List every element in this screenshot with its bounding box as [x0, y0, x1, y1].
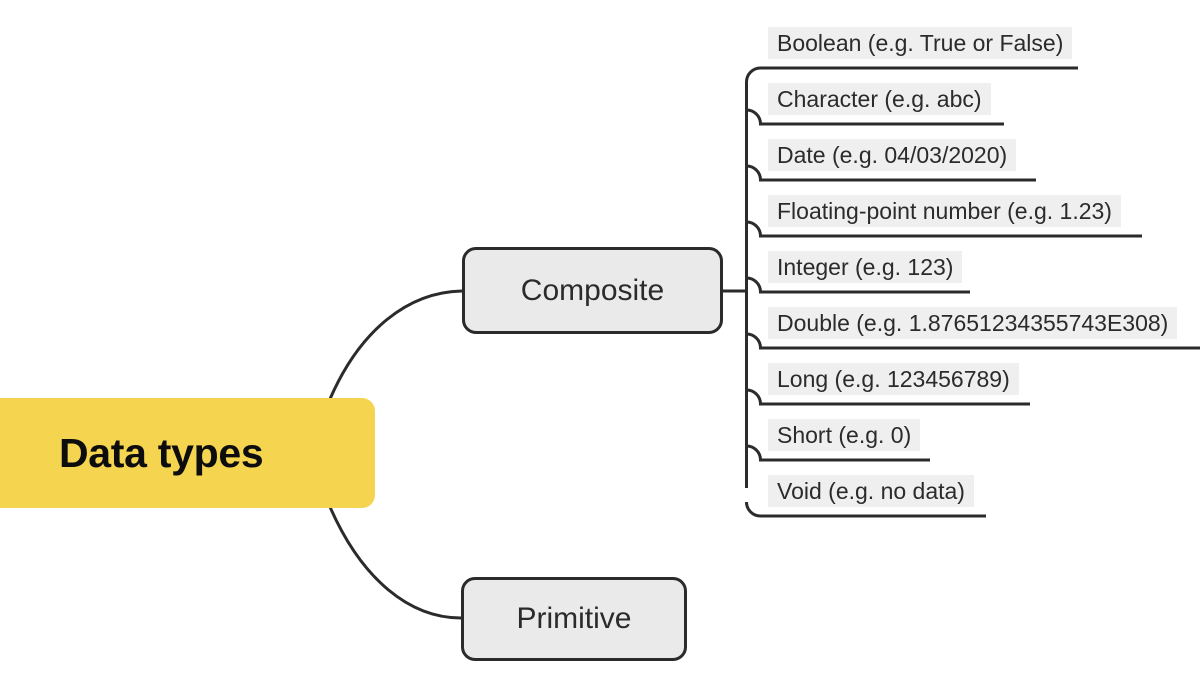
leaf-item-label: Character (e.g. abc) — [768, 83, 991, 115]
leaf-item[interactable]: Date (e.g. 04/03/2020) — [768, 138, 1017, 172]
connector-root-to-primitive — [328, 506, 462, 620]
branch-node-primitive-label: Primitive — [516, 602, 632, 635]
connector-root-to-composite — [328, 289, 463, 400]
leaf-item[interactable]: Character (e.g. abc) — [768, 82, 991, 116]
leaf-item[interactable]: Short (e.g. 0) — [768, 418, 921, 452]
leaf-item-label: Date (e.g. 04/03/2020) — [768, 139, 1017, 171]
leaf-item[interactable]: Integer (e.g. 123) — [768, 250, 963, 284]
leaf-item-label: Double (e.g. 1.87651234355743E308) — [768, 307, 1178, 339]
leaf-item[interactable]: Floating-point number (e.g. 1.23) — [768, 194, 1121, 228]
leaf-item[interactable]: Boolean (e.g. True or False) — [768, 26, 1073, 60]
leaf-item[interactable]: Long (e.g. 123456789) — [768, 362, 1019, 396]
leaf-item-label: Void (e.g. no data) — [768, 475, 974, 507]
branch-node-composite[interactable]: Composite — [462, 247, 723, 334]
root-node-label: Data types — [59, 429, 264, 476]
leaf-item[interactable]: Double (e.g. 1.87651234355743E308) — [768, 306, 1178, 340]
leaf-item-label: Long (e.g. 123456789) — [768, 363, 1019, 395]
leaf-item[interactable]: Void (e.g. no data) — [768, 474, 974, 508]
branch-node-primitive[interactable]: Primitive — [461, 577, 687, 661]
leaf-item-label: Boolean (e.g. True or False) — [768, 27, 1073, 59]
leaf-item-label: Short (e.g. 0) — [768, 419, 921, 451]
root-node[interactable]: Data types — [0, 398, 375, 508]
elbow-boolean — [745, 66, 1078, 83]
leaf-item-label: Integer (e.g. 123) — [768, 251, 963, 283]
leaf-item-label: Floating-point number (e.g. 1.23) — [768, 195, 1121, 227]
branch-node-composite-label: Composite — [520, 273, 665, 307]
